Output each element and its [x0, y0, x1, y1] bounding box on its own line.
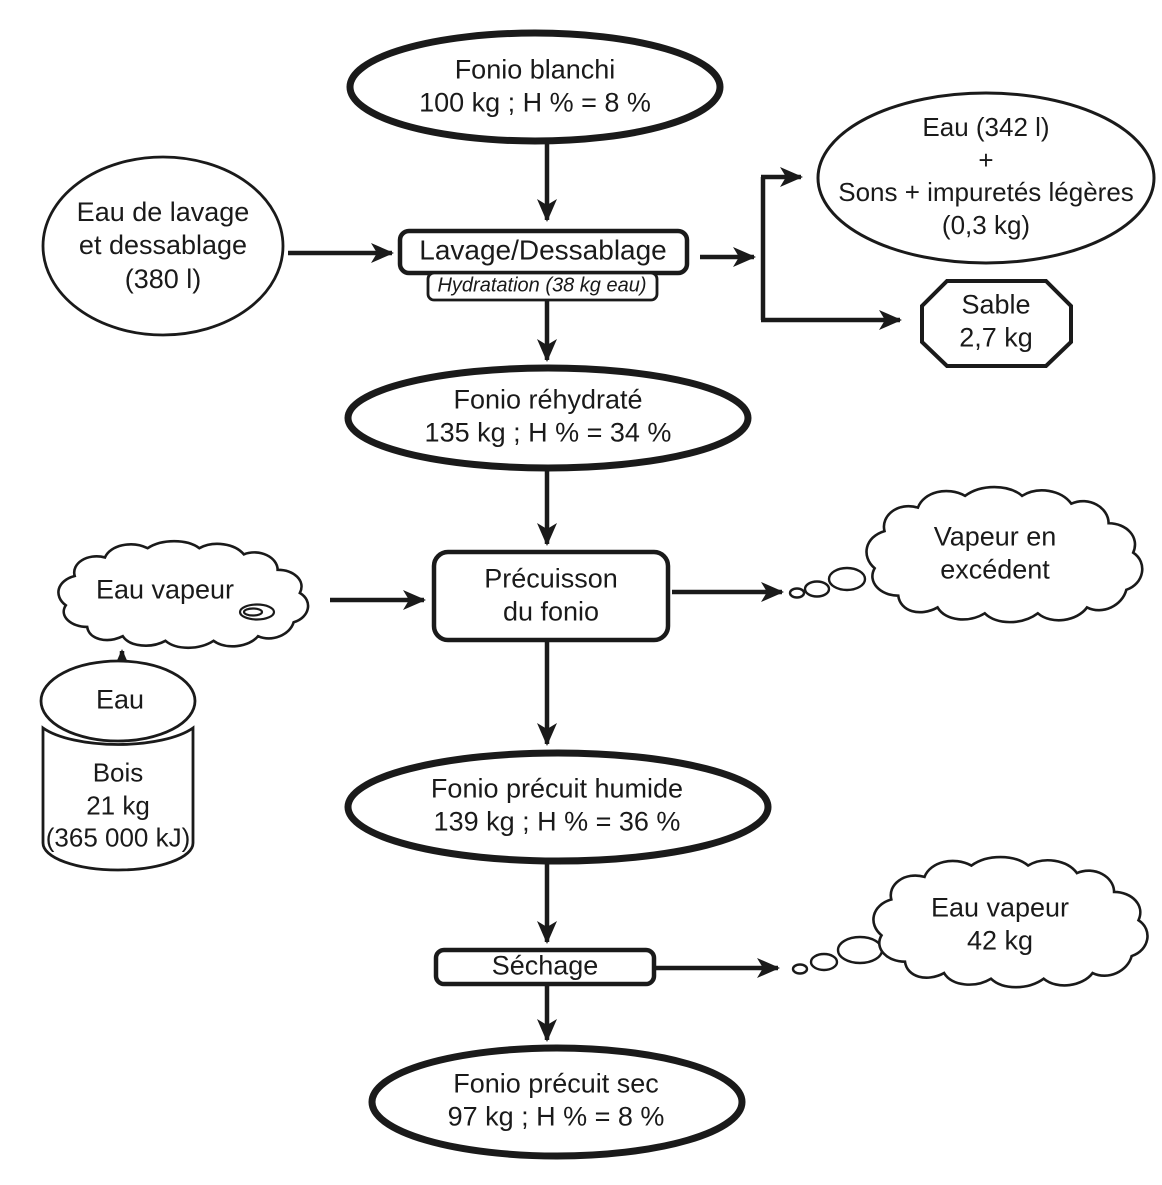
cloud-detail-bubble	[242, 607, 264, 617]
eau-lavage-label: Eau de lavage et dessablage (380 l)	[76, 196, 250, 294]
bois-label: Bois 21 kg (365 000 kJ)	[45, 757, 191, 853]
steam-bubble	[788, 587, 806, 599]
fonio-precuit-humide-ellipse	[344, 749, 772, 865]
vapeur-excedent-label: Vapeur en excédent	[933, 521, 1057, 585]
sable-label: Sable 2,7 kg	[959, 289, 1033, 353]
sechage-label: Séchage	[491, 950, 599, 981]
eau-sons-ellipse	[816, 91, 1156, 265]
lavage-label: Lavage/Dessablage	[419, 234, 667, 266]
eau-pot-ellipse	[39, 659, 197, 743]
steam-bubble	[809, 952, 839, 972]
steam-bubble	[791, 963, 809, 975]
eau-vapeur-out-label: Eau vapeur 42 kg	[930, 892, 1070, 956]
fonio-precuit-sec-ellipse	[368, 1044, 746, 1160]
eau-sons-label: Eau (342 l) + Sons + impuretés légères (…	[838, 112, 1134, 240]
sable-octagon	[920, 279, 1073, 368]
steam-bubble	[827, 566, 867, 592]
fonio-precuit-humide-label: Fonio précuit humide 139 kg ; H % = 36 %	[430, 773, 684, 837]
fonio-rehydrate-label: Fonio réhydraté 135 kg ; H % = 34 %	[424, 384, 672, 448]
eau-vapeur-in-label: Eau vapeur	[95, 574, 235, 605]
sechage-box	[433, 947, 657, 987]
eau-pot-label: Eau	[95, 684, 145, 715]
fonio-blanchi-ellipse	[346, 29, 724, 145]
precuisson-label: Précuisson du fonio	[484, 563, 618, 627]
eau-lavage-ellipse	[41, 155, 285, 337]
steam-bubble	[836, 935, 884, 965]
fonio-blanchi-label: Fonio blanchi 100 kg ; H % = 8 %	[419, 54, 651, 118]
steam-bubble	[803, 580, 831, 598]
hydratation-label: Hydratation (38 kg eau)	[437, 274, 647, 297]
precuisson-box	[431, 549, 671, 643]
bois-cylinder	[41, 725, 195, 872]
fonio-precuit-sec-label: Fonio précuit sec 97 kg ; H % = 8 %	[447, 1068, 665, 1132]
hydratation-box	[426, 271, 659, 302]
fonio-rehydrate-ellipse	[344, 364, 752, 472]
